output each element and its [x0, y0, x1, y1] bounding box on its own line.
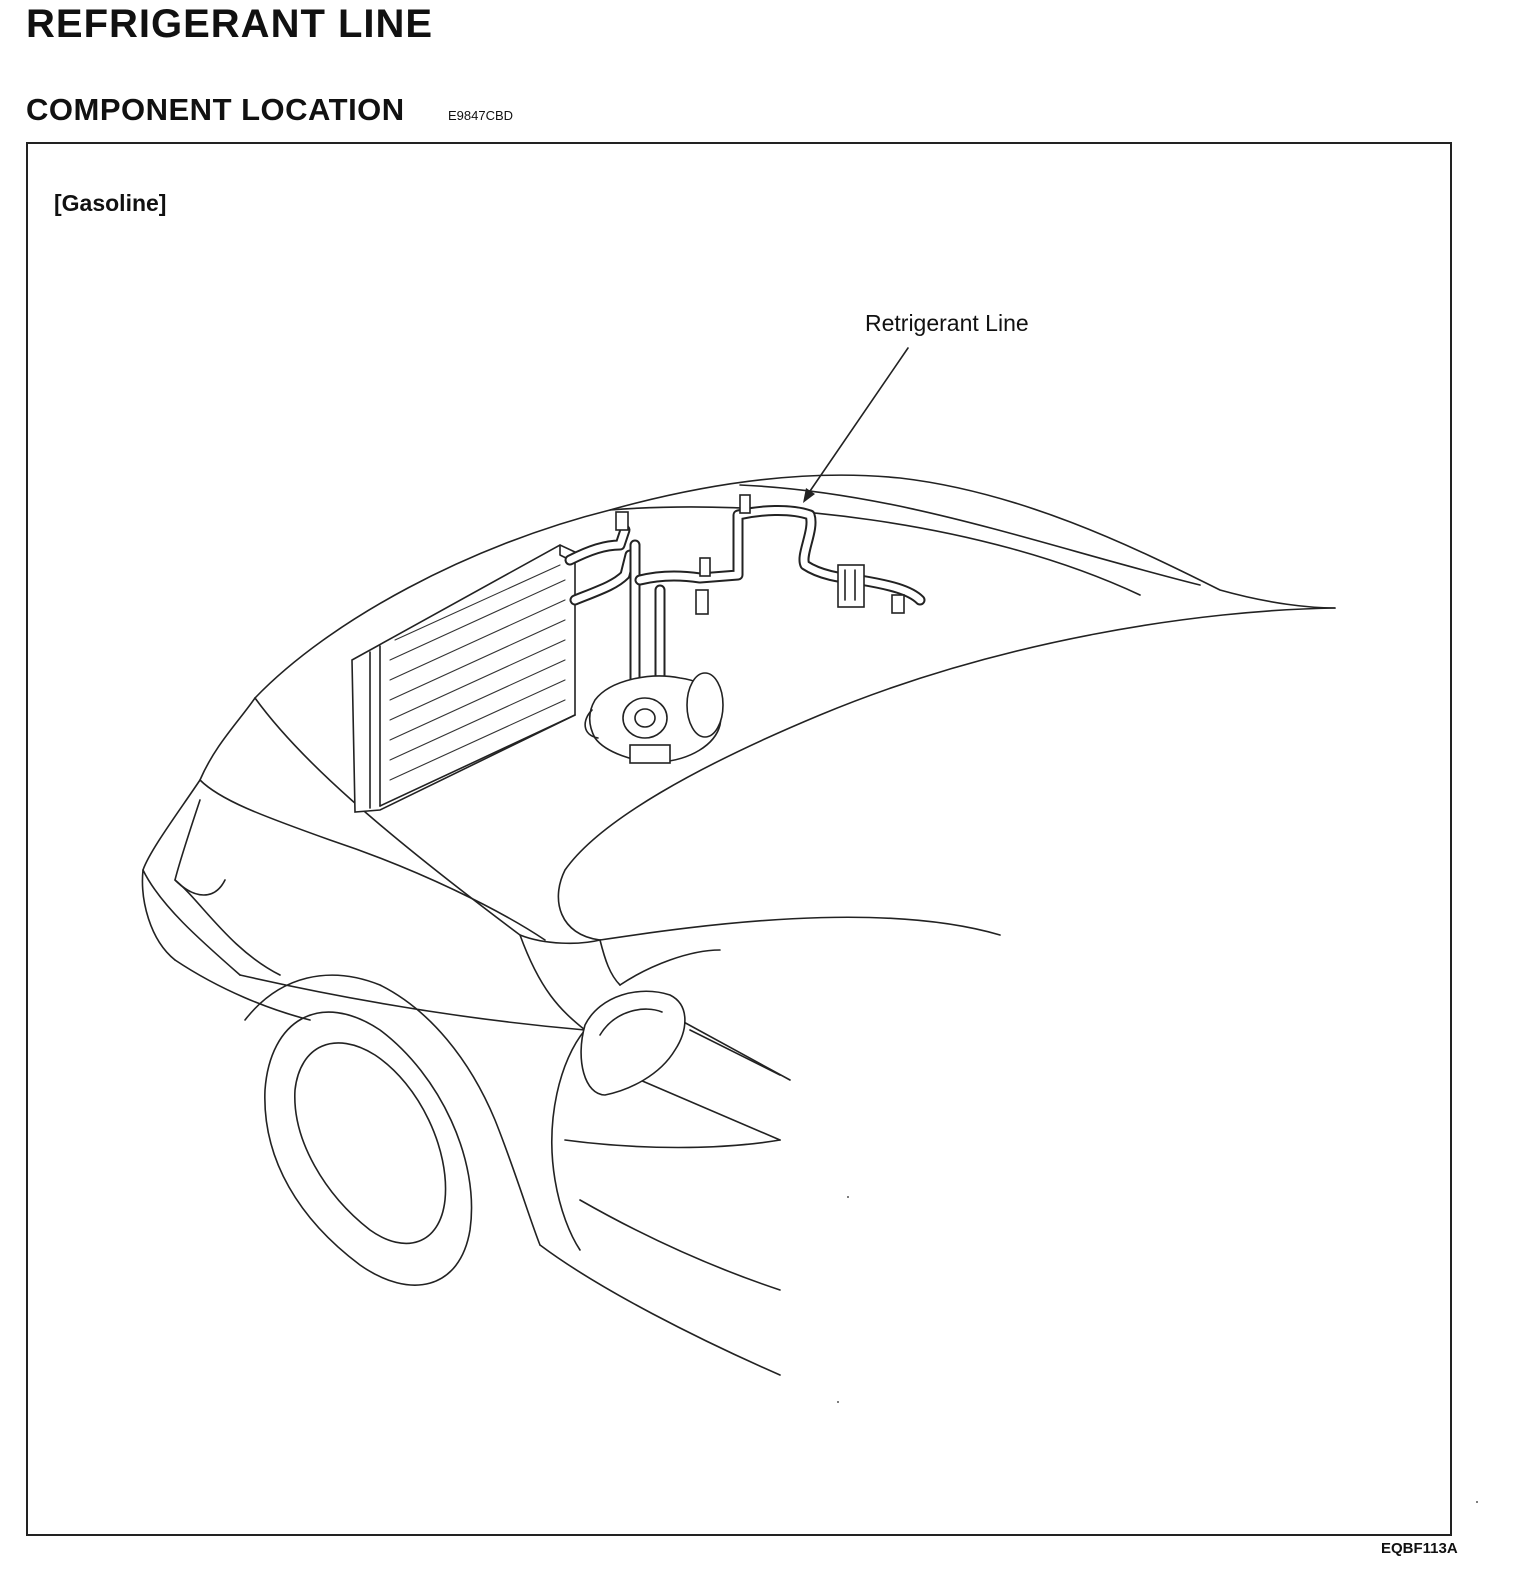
page-title: REFRIGERANT LINE: [26, 2, 434, 46]
figure-code: EQBF113A: [1381, 1540, 1458, 1557]
variant-label: [Gasoline]: [54, 190, 167, 216]
section-code: E9847CBD: [448, 108, 514, 123]
callout-label: Retrigerant Line: [865, 310, 1029, 336]
refrigerant-line: [564, 494, 926, 686]
condenser-fins: [389, 564, 566, 781]
figure-frame: [26, 142, 1452, 1536]
condenser: [351, 544, 576, 813]
callout-leader: [803, 347, 909, 503]
section-title: COMPONENT LOCATION: [26, 92, 405, 127]
compressor: [584, 672, 724, 764]
car-body: [141, 474, 1336, 1376]
